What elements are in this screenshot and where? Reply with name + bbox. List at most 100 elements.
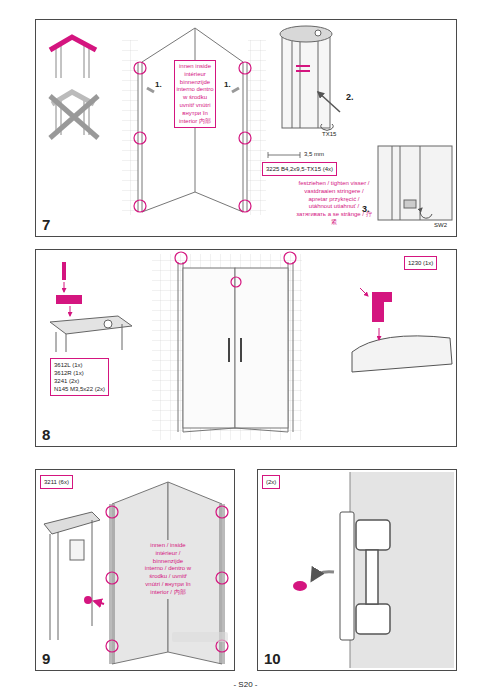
parts-box: 1230 (1x) <box>404 256 437 270</box>
callout-label: 1. <box>155 80 162 90</box>
parts-box: 3211 (6x) <box>40 475 73 489</box>
shower-enclosure-front <box>152 254 302 440</box>
step-panel: 10 (2x) <box>258 470 456 670</box>
part-number: 1230 (1x) <box>408 259 433 267</box>
hinge-cover-detail <box>84 596 92 604</box>
marker-circle <box>134 62 146 74</box>
marker-circle <box>134 200 146 212</box>
callout-label: 3,5 mm <box>304 151 324 159</box>
glass-with-handle <box>356 520 390 550</box>
screw-dimension <box>268 152 300 158</box>
step-number: 10 <box>264 650 281 667</box>
parts-list: 3612L (1x)3612R (1x)3241 (2x)N145 M3,5x2… <box>50 358 109 396</box>
shower-enclosure-front <box>152 254 302 440</box>
marker-circle <box>239 62 251 74</box>
watermark <box>172 632 228 642</box>
cap-assembly-icon <box>56 295 82 304</box>
part-number: 3612L (1x) <box>54 361 105 369</box>
marker-circle <box>175 252 296 287</box>
profile-detail <box>392 146 420 220</box>
part-number: 3241 (2x) <box>54 377 105 385</box>
profile-detail <box>420 208 432 218</box>
glass-with-handle <box>366 550 378 604</box>
cap-assembly-icon <box>56 324 122 352</box>
page-number: - S20 - <box>233 680 257 690</box>
profile-good-icon <box>50 37 96 50</box>
parts-box: 3225 B4,2x9,5-TX15 (4x) <box>262 162 337 176</box>
marker-circle <box>216 506 228 518</box>
glass-with-handle <box>350 472 454 668</box>
profile-wrong-icon <box>50 92 98 138</box>
profile-good-icon <box>56 46 89 78</box>
shower-enclosure-corner <box>138 62 247 212</box>
shower-enclosure-corner <box>142 192 243 212</box>
hinge-detail <box>315 30 321 36</box>
marker-circle <box>231 277 241 287</box>
step-panel: 7 innen inside intérieur binnenzijde inte… <box>36 20 456 236</box>
bracket-part <box>352 288 452 372</box>
screw-dimension <box>268 152 300 158</box>
marker-circle <box>134 132 146 144</box>
marker-circle <box>106 506 228 652</box>
marker-circle <box>134 62 251 212</box>
shower-enclosure-front <box>178 262 293 432</box>
hinge-detail <box>318 92 340 112</box>
bracket-part <box>360 288 368 296</box>
marker-circle <box>106 572 118 584</box>
hinge-detail <box>292 40 318 128</box>
callout-label: 2. <box>346 92 354 104</box>
callout-label: 3. <box>362 204 370 216</box>
hinge-cover-detail <box>44 512 104 640</box>
hinge-cover-detail <box>94 601 104 604</box>
watermark <box>172 632 228 642</box>
note-text: innen inside intérieur binnenzijde inter… <box>176 63 214 125</box>
marker-circle <box>175 252 187 264</box>
profile-wrong-icon <box>50 96 98 138</box>
hinge-detail <box>280 26 340 130</box>
cap-assembly-icon <box>50 316 132 334</box>
part-number: N145 M3,5x22 (2x) <box>54 385 105 393</box>
profile-good-icon <box>50 37 96 78</box>
hinge-detail <box>321 124 333 130</box>
shower-enclosure-corner <box>122 28 266 215</box>
part-number: 3225 B4,2x9,5-TX15 (4x) <box>266 165 333 173</box>
shower-enclosure-front <box>183 428 288 432</box>
hinge-cover-detail <box>50 520 92 640</box>
shower-enclosure-corner <box>122 40 138 215</box>
step-number: 8 <box>42 426 50 443</box>
glass-with-handle <box>356 604 390 634</box>
shower-enclosure-front <box>183 268 235 428</box>
bracket-part <box>379 328 380 340</box>
part-number: (2x) <box>266 478 276 486</box>
marker-circle <box>284 252 296 264</box>
cap-assembly-icon <box>64 282 65 292</box>
push-arrow <box>147 88 154 92</box>
hinge-detail <box>296 66 310 71</box>
step-number: 7 <box>42 216 50 233</box>
step-panel: 8 3612L (1x)3612R (1x)3241 (2x)N145 M3,5x… <box>36 250 456 446</box>
cap-assembly-icon <box>62 262 66 280</box>
note-text: innen / inside intérieur / binnenzijde i… <box>143 542 193 597</box>
part-number: 3612R (1x) <box>54 369 105 377</box>
shower-enclosure-front <box>229 338 241 362</box>
profile-detail <box>378 146 452 220</box>
part-number: 3211 (6x) <box>44 478 69 486</box>
hinge-detail <box>282 32 330 128</box>
hinge-detail <box>280 26 332 42</box>
marker-circle <box>106 640 118 652</box>
shower-enclosure-front <box>235 268 288 428</box>
marker-circle <box>239 132 251 144</box>
marker-circle <box>216 572 228 584</box>
cap-assembly-icon <box>104 320 112 328</box>
profile-detail <box>378 146 452 220</box>
inside-note: innen inside intérieur binnenzijde inter… <box>174 60 216 128</box>
cap-assembly-icon <box>50 262 132 352</box>
hinge-cover-detail <box>70 540 84 560</box>
marker-circle <box>106 506 118 518</box>
bracket-part <box>372 292 392 322</box>
callout-label: TX15 <box>322 131 336 139</box>
glass-with-handle <box>293 581 307 591</box>
bracket-part <box>352 336 452 372</box>
